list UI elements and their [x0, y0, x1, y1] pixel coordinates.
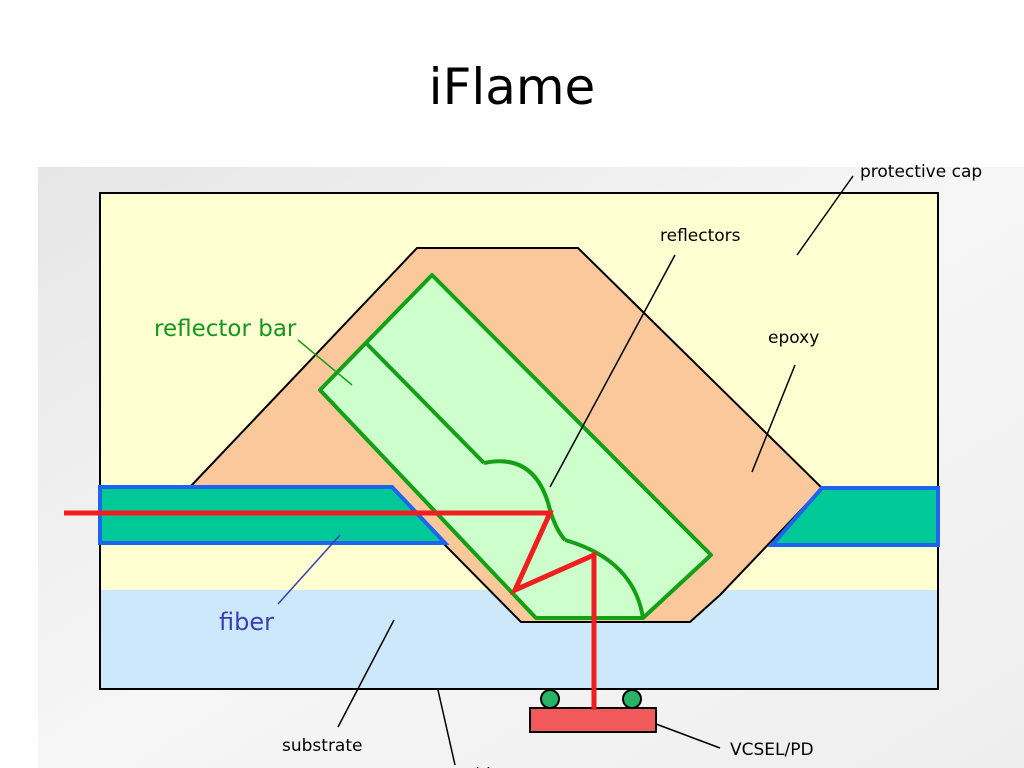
leader-substrate [337, 619, 395, 728]
label-solder: solder [456, 765, 508, 768]
leader-reflectors [549, 254, 676, 488]
label-vcsel-pd: VCSEL/PD [730, 740, 814, 760]
label-substrate: substrate [282, 736, 362, 756]
leader-vcsel-pd [655, 723, 721, 749]
leader-epoxy [751, 364, 796, 473]
label-reflectors: reflectors [660, 226, 741, 246]
label-protective-cap: protective cap [860, 162, 982, 182]
reflector-curve-upper [483, 459, 567, 542]
leader-solder [437, 689, 456, 766]
reflector-curve-lower [564, 538, 645, 619]
leader-fiber [277, 534, 341, 605]
protective-cap-outline [99, 192, 939, 690]
solder-ball-right [622, 689, 642, 709]
slide-title: iFlame [428, 58, 596, 116]
optical-beam-path [64, 510, 597, 710]
label-fiber: fiber [219, 608, 274, 636]
reflector-bar-shape [318, 273, 713, 620]
label-epoxy: epoxy [768, 328, 819, 348]
vcsel-pd-chip [529, 707, 657, 733]
leader-reflector-bar [297, 339, 353, 386]
solder-ball-left [540, 689, 560, 709]
reflector-bar-divider [364, 341, 486, 465]
label-reflector-bar: reflector bar [154, 316, 297, 342]
leader-protective-cap [796, 175, 854, 256]
fiber-right-shape [767, 486, 940, 547]
